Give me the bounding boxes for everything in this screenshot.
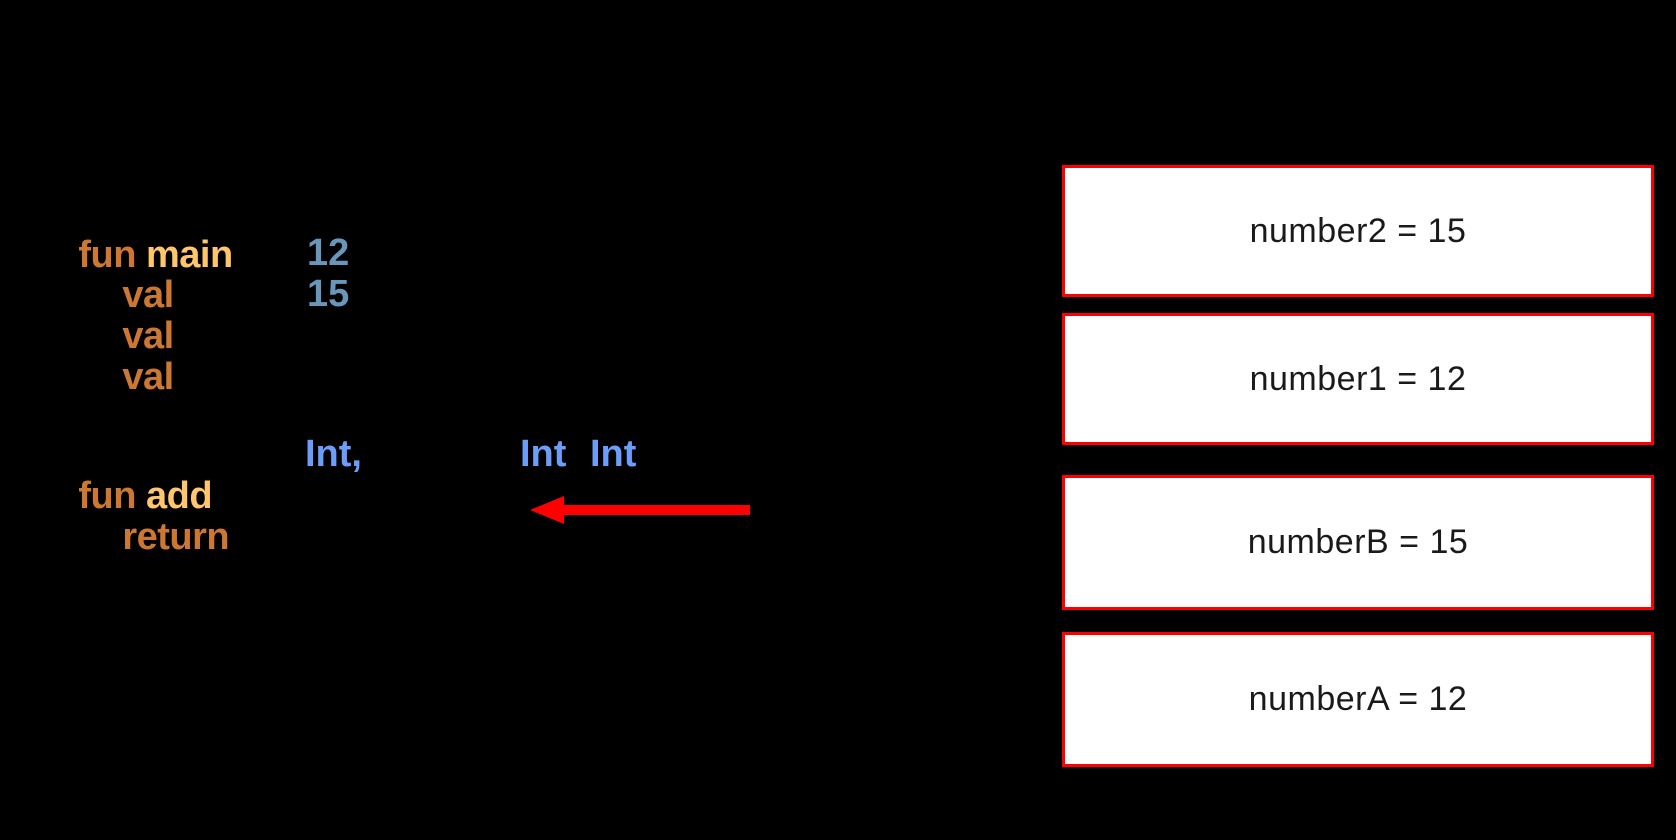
stack-frame-box: numberA = 12 [1062, 632, 1654, 767]
type-annotation-param-a: Int, [305, 433, 362, 475]
stack-frame-box: number2 = 15 [1062, 165, 1654, 297]
code-line-val-3: val [62, 314, 174, 440]
literal-number-12: 12 [307, 232, 350, 274]
keyword-val-3: val [122, 356, 174, 398]
keyword-fun-add: fun [78, 475, 146, 517]
keyword-val-1: val [122, 274, 174, 316]
literal-number-15: 15 [307, 273, 350, 315]
keyword-val-2: val [122, 315, 174, 357]
stack-frame-box: number1 = 12 [1062, 313, 1654, 445]
function-name-main: main [146, 234, 233, 276]
code-panel: fun main val val val 12 15 fun add retur… [18, 192, 750, 600]
stack-frame-label: numberB = 15 [1247, 523, 1469, 561]
code-line-add-signature: fun add [18, 433, 212, 559]
stack-frames-panel: number2 = 15 number1 = 12 numberB = 15 n… [1062, 0, 1662, 840]
keyword-return: return [122, 516, 230, 558]
code-line-main-signature: fun main [18, 192, 233, 318]
stack-frame-label: numberA = 12 [1248, 680, 1468, 718]
return-value-arrow-icon [530, 496, 750, 524]
type-annotation-param-b: Int [520, 433, 567, 475]
code-line-val-1: val [62, 232, 174, 358]
function-name-add: add [146, 475, 213, 517]
stack-frame-label: number1 = 12 [1249, 359, 1467, 398]
keyword-fun-main: fun [78, 234, 146, 276]
stack-frame-label: number2 = 15 [1249, 211, 1467, 250]
type-annotation-return: Int [590, 433, 637, 475]
code-line-val-2: val [62, 273, 174, 399]
stack-frame-box: numberB = 15 [1062, 475, 1654, 610]
code-line-return: return [62, 474, 229, 600]
